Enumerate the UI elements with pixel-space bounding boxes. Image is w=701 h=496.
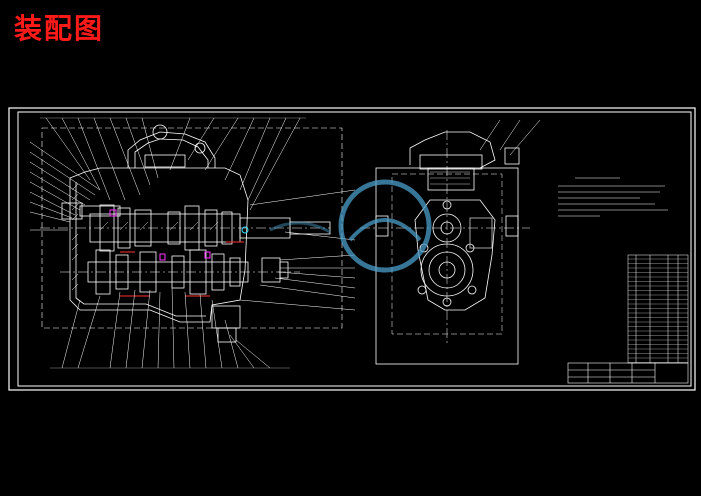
section-view (40, 124, 343, 343)
watermark-logo-icon (269, 179, 432, 273)
inner-frame (17, 111, 692, 387)
parts-list-rows (628, 258, 688, 363)
outer-frame (8, 107, 696, 391)
highlight-marks (109, 209, 249, 297)
end-view (360, 130, 530, 365)
title-block (567, 362, 689, 384)
drawing-title: 装配图 (14, 12, 105, 45)
end-view-leaders (479, 119, 541, 156)
leader-lines-top (40, 117, 306, 211)
leader-lines-bottom (50, 287, 290, 369)
technical-notes (558, 177, 668, 217)
leader-lines-right (239, 189, 356, 311)
parts-list (627, 254, 689, 364)
leader-lines-left (29, 141, 101, 231)
